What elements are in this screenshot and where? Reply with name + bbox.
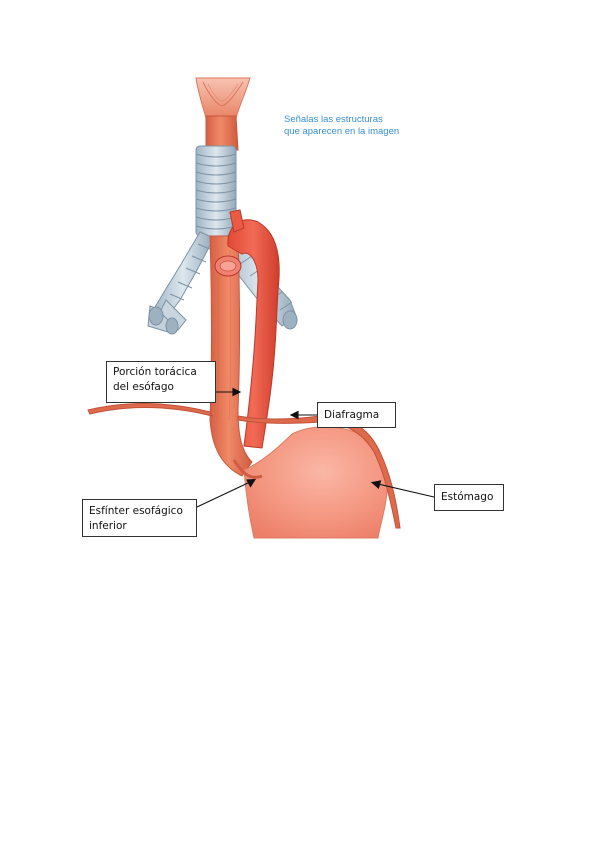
label-thoracic-line-1: Porción torácica: [113, 366, 197, 378]
esophagus-upper: [205, 115, 239, 151]
left-bronchus: [147, 231, 215, 335]
trachea: [195, 145, 237, 237]
label-thoracic-line-2: del esófago: [113, 381, 174, 393]
label-thoracic-esophagus: Porción torácica del esófago: [106, 361, 216, 403]
label-sphincter-line-2: inferior: [89, 520, 127, 532]
aorta: [214, 209, 280, 449]
instruction-line-1: Señalas las estructuras: [284, 114, 383, 125]
label-lower-esophageal-sphincter: Esfínter esofágico inferior: [82, 499, 197, 537]
pharynx: [195, 77, 251, 119]
label-diaphragm-text: Diafragma: [324, 409, 380, 421]
label-stomach-text: Estómago: [441, 491, 494, 503]
instruction-text: Señalas las estructuras que aparecen en …: [284, 114, 444, 138]
label-stomach: Estómago: [434, 484, 504, 511]
leader-lines: [196, 387, 435, 508]
label-sphincter-line-1: Esfínter esofágico: [89, 505, 183, 517]
instruction-line-2: que aparecen en la imagen: [284, 126, 400, 137]
label-diaphragm: Diafragma: [317, 402, 396, 428]
